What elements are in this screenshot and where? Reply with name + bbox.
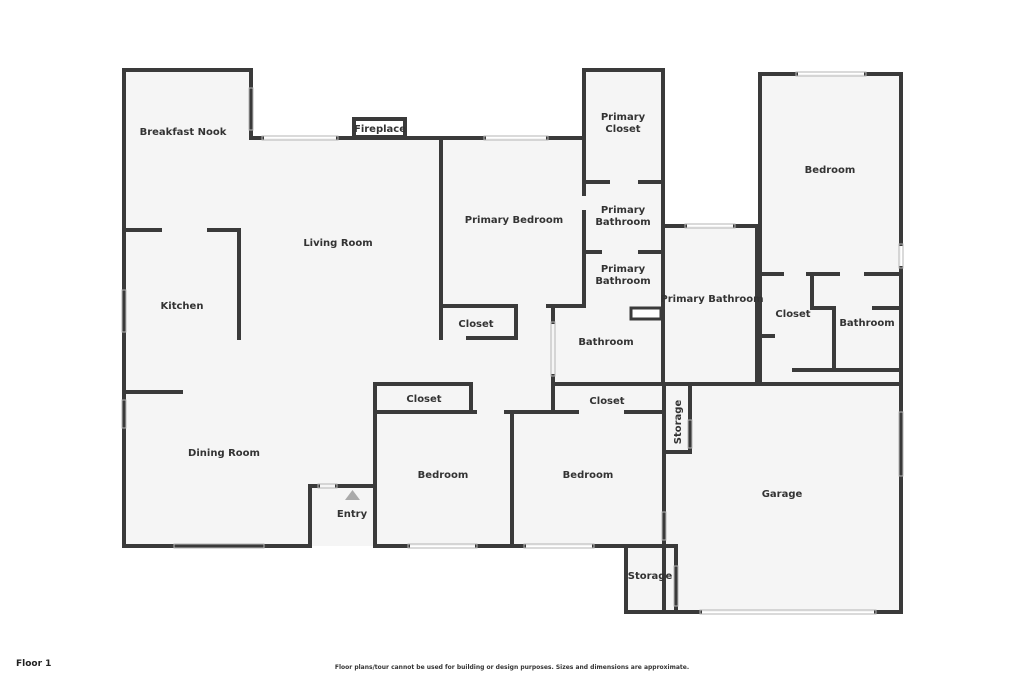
room-label-kitchen: Kitchen [161,301,204,312]
room-label-dining-room: Dining Room [188,448,260,459]
windows [121,71,904,615]
room-label-closet-primary-bed: Closet [458,319,493,330]
room-label-primary-bathroom-b-line2: Bathroom [595,276,650,287]
room-label-garage: Garage [762,489,803,500]
room-label-closet-center: Closet [589,396,624,407]
disclaimer-text: Floor plans/tour cannot be used for buil… [334,664,690,671]
room-label-storage-vertical: Storage [673,400,684,445]
room-label-closet-left: Closet [406,394,441,405]
walls [122,68,903,614]
room-label-living-room: Living Room [303,238,372,249]
room-label-storage-bottom: Storage [628,571,673,582]
room-label-primary-bathroom-a-line2: Bathroom [595,217,650,228]
room-label-bedroom-right: Bedroom [805,165,856,176]
room-label-fireplace: Fireplace [354,124,406,135]
room-label-bathroom-center: Bathroom [578,337,633,348]
floor-label: Floor 1 [16,659,52,669]
room-label-primary-bathroom-a-line1: Primary [601,205,646,216]
room-label-primary-bedroom: Primary Bedroom [465,215,563,226]
utility-shaft [629,306,663,321]
room-label-breakfast-nook: Breakfast Nook [140,127,227,138]
room-label-bedroom-center: Bedroom [563,470,614,481]
entry-arrow-icon [345,490,360,500]
floor-fills [124,70,901,612]
room-label-primary-bathroom-c: Primary Bathroom [660,294,763,305]
room-label-primary-closet-line2: Closet [605,124,640,135]
room-label-entry: Entry [337,509,368,520]
room-label-bedroom-left: Bedroom [418,470,469,481]
room-label-primary-bathroom-b-line1: Primary [601,264,646,275]
fireplace-box [352,117,407,139]
room-label-primary-closet-line1: Primary [601,112,646,123]
room-labels: Breakfast Nook Fireplace Living Room Kit… [140,112,895,582]
room-label-bathroom-right: Bathroom [839,318,894,329]
room-label-closet-right: Closet [775,309,810,320]
